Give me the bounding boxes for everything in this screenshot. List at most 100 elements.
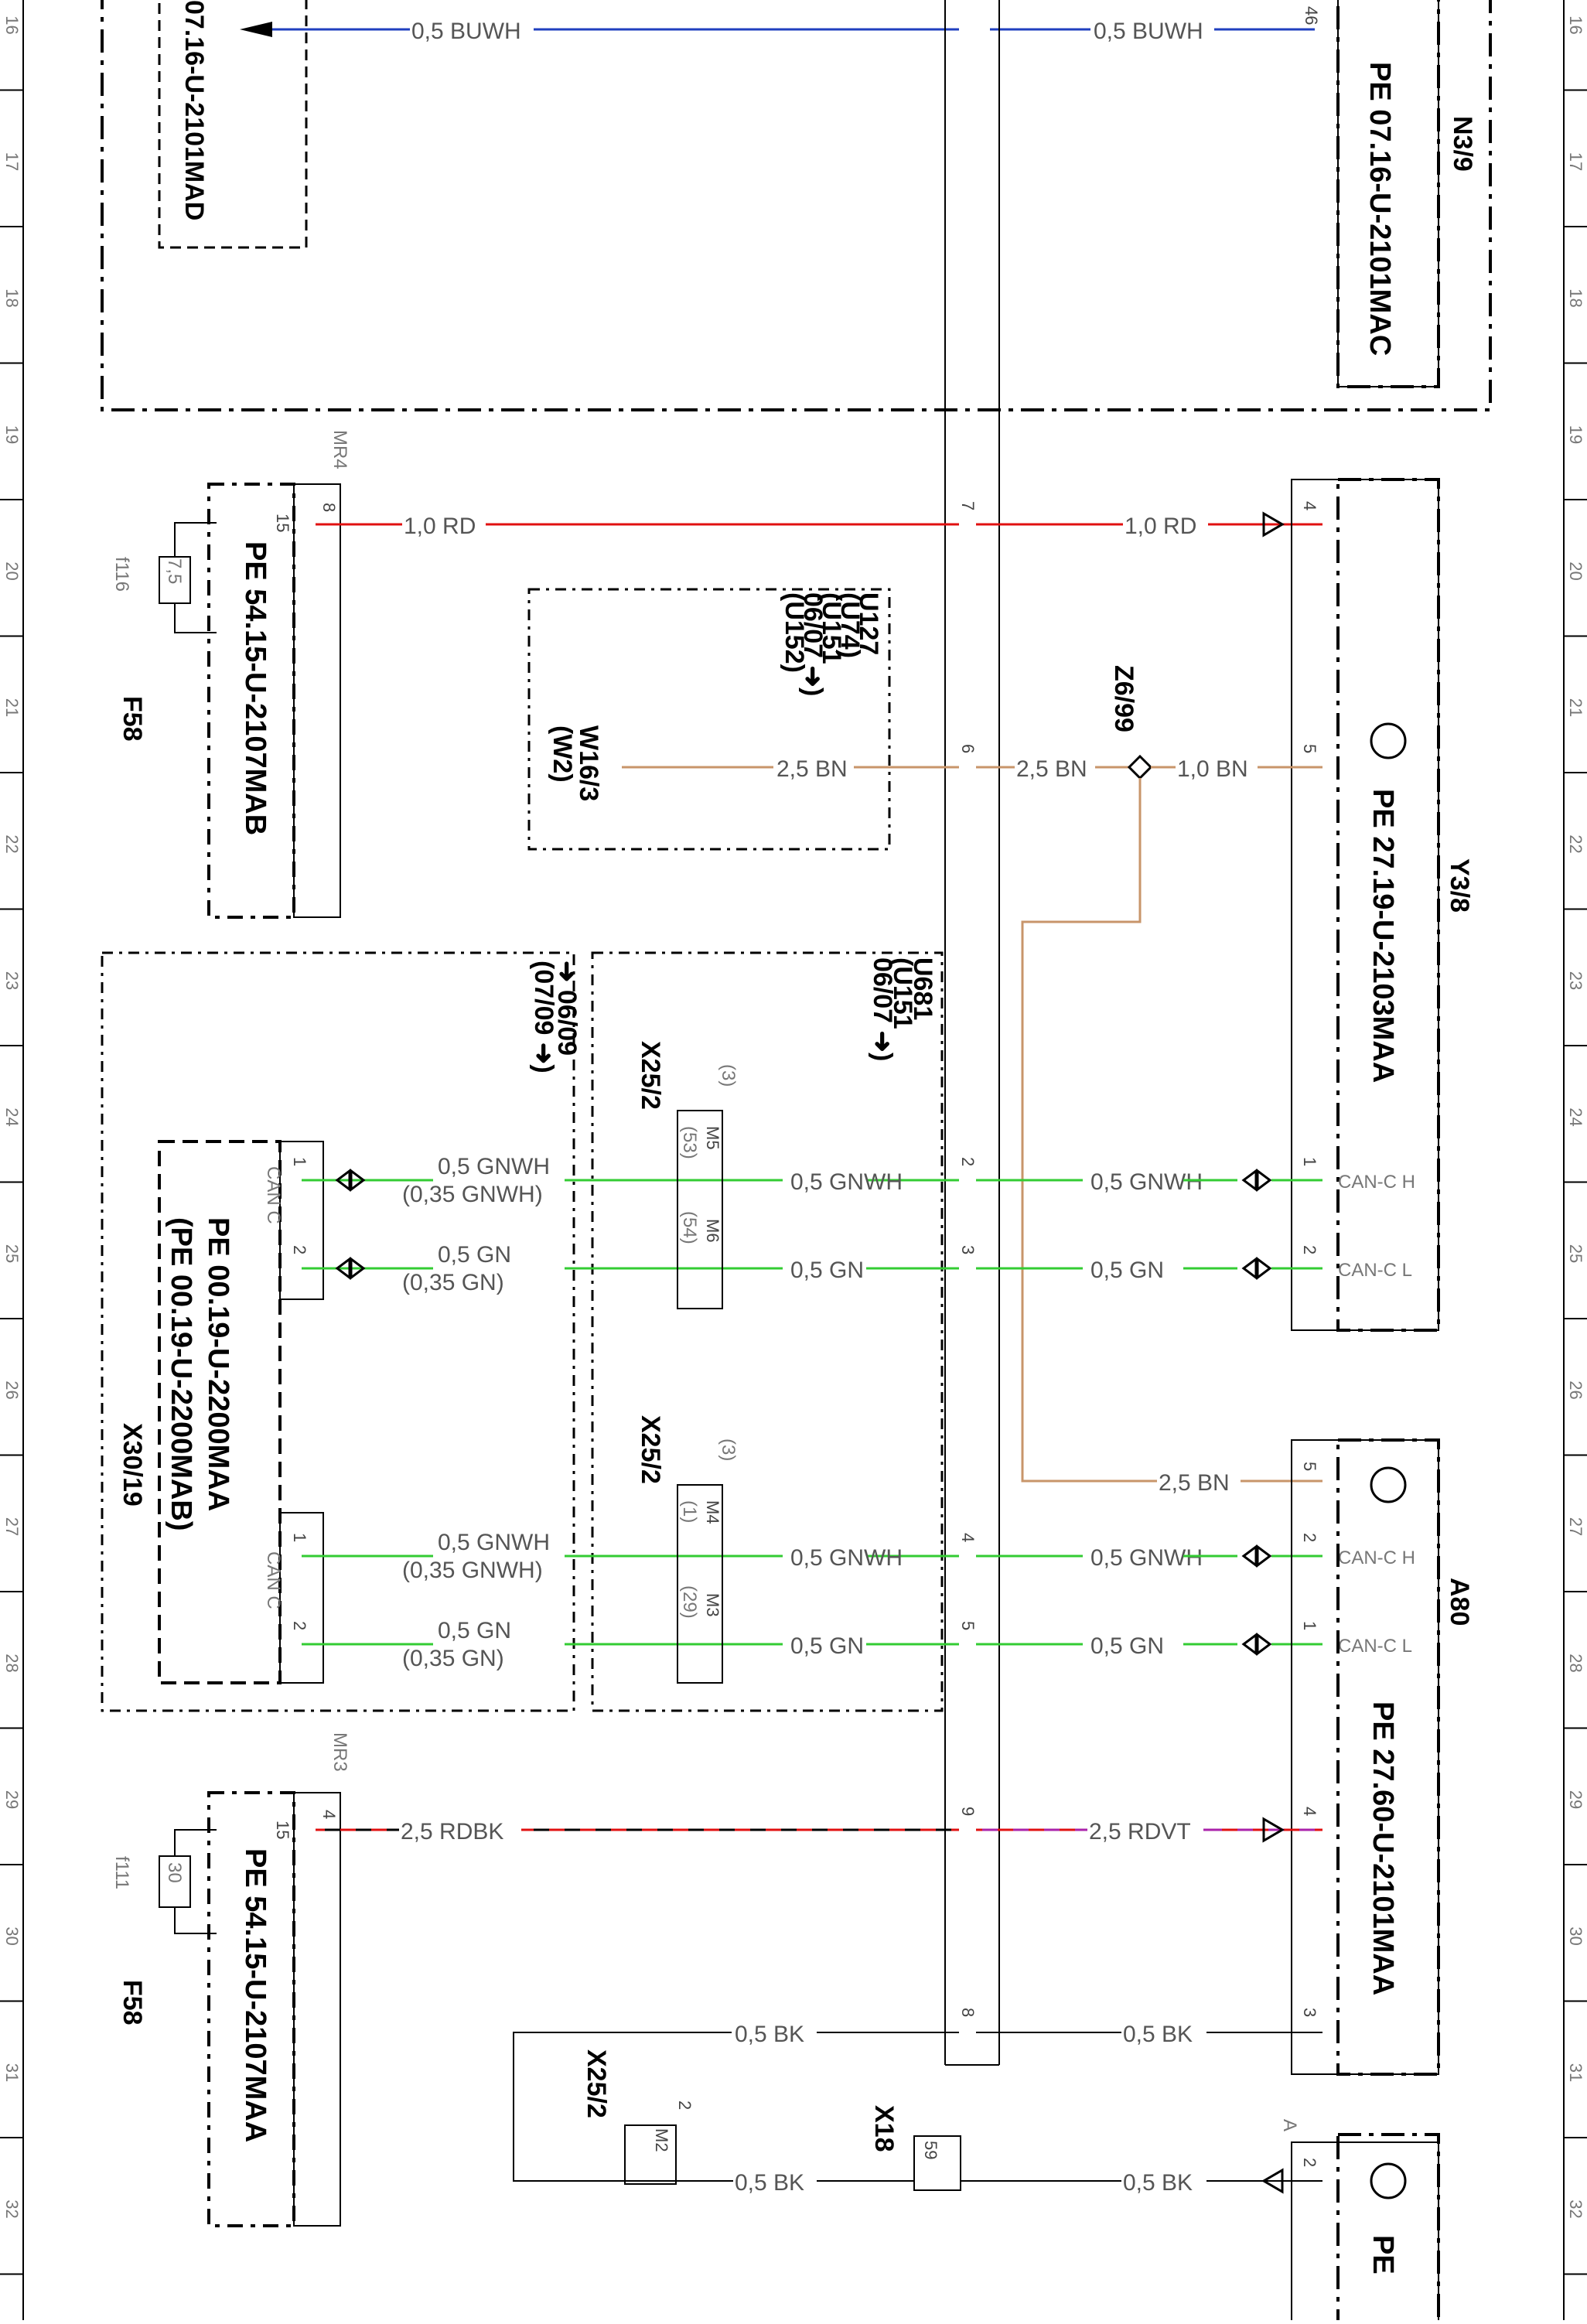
- pin-alt: (53): [679, 1126, 700, 1159]
- pin-8-bus: 8: [958, 2008, 978, 2017]
- y38-region: 4 Y3/8 PE 27.19-U-2103MAA: [1291, 478, 1474, 1332]
- component-label: (07/09 ➜): [529, 961, 558, 1073]
- zone-number: 19: [2, 425, 22, 444]
- zone-number: 16: [1566, 15, 1585, 34]
- pin-4-y38: 4: [1300, 501, 1319, 510]
- pin-m: M5: [703, 1126, 722, 1150]
- component-label: ➜ 06/09: [552, 961, 582, 1056]
- mr3-label: MR3: [329, 1732, 350, 1772]
- wire-label: (0,35 GN): [402, 1270, 504, 1295]
- wire-label: (0,35 GNWH): [402, 1558, 543, 1583]
- zone-number: 29: [2, 1790, 22, 1809]
- zone-number: 31: [1566, 2063, 1585, 2082]
- zone-number: 22: [2, 834, 22, 853]
- zone-number: 16: [2, 15, 22, 34]
- f58-top-region: MR4 7,5 f116 15 8 F58 PE 54.15-U-2107MAB…: [111, 430, 1322, 919]
- wire-label: 0,5 GNWH: [1090, 1169, 1203, 1195]
- zone-number: 25: [2, 1244, 22, 1263]
- bus-pin: 5: [958, 1621, 978, 1630]
- x252-label-bottom: X25/2: [582, 2049, 611, 2118]
- can-arrow-icon: [1256, 1544, 1272, 1568]
- x3019-pin: 2: [290, 1245, 309, 1254]
- f58-top-pe-label: PE 54.15-U-2107MAB: [239, 541, 271, 835]
- n39-region: 07.16-U-2101MAD 0,5 BUWH 0,5 BUWH 46 N3/…: [101, 0, 1492, 411]
- pin-8: 8: [319, 503, 339, 512]
- zone-number: 26: [2, 1380, 22, 1399]
- pin-m2: M2: [652, 2128, 671, 2152]
- wire-label: 0,5 GNWH: [438, 1154, 550, 1179]
- bottom-pe-label: PE: [1367, 2235, 1399, 2275]
- wire-label-bn-1: 2,5 BN: [776, 756, 848, 782]
- x3019-pin: 1: [290, 1533, 309, 1542]
- pin-m: M3: [703, 1593, 722, 1617]
- zone-number: 23: [1566, 971, 1585, 990]
- zone-number: 24: [1566, 1107, 1585, 1126]
- wire-label-rdvt: 2,5 RDVT: [1089, 1819, 1191, 1845]
- f58-bottom-pe-label: PE 54.15-U-2107MAA: [239, 1848, 271, 2142]
- wire-label-bn-4: 2,5 BN: [1159, 1470, 1230, 1496]
- can-arrow-icon: [1241, 1257, 1258, 1280]
- mr4-label: MR4: [329, 430, 350, 469]
- f116-label: f116: [111, 557, 132, 592]
- transistor-icon-a80: [1370, 1466, 1407, 1503]
- wire-label: (0,35 GN): [402, 1646, 504, 1671]
- pin-4-a80: 4: [1300, 1807, 1319, 1816]
- can-arrow-icon: [350, 1169, 366, 1192]
- can-arrow-icon: [335, 1169, 351, 1192]
- f58-bottom-region: MR3 30 f111 15 4 F58 PE 54.15-U-2107MAA …: [111, 1732, 1322, 2227]
- wire-label-buwh-right: 0,5 BUWH: [1094, 19, 1203, 44]
- can-arrow-icon: [1241, 1544, 1258, 1568]
- wire-label: (0,35 GNWH): [402, 1182, 543, 1207]
- zone-number: 32: [1566, 2199, 1585, 2218]
- zone-number: 28: [2, 1653, 22, 1672]
- wire-label-bn-3: 1,0 BN: [1177, 756, 1248, 782]
- zone-number: 27: [2, 1517, 22, 1536]
- zone-number: 30: [2, 1926, 22, 1945]
- wire-label-bk-1: 0,5 BK: [735, 2022, 804, 2047]
- x252-ref: (3): [718, 1438, 739, 1461]
- n39-label: N3/9: [1448, 116, 1477, 172]
- ground-region: 0,5 BK 8 0,5 BK 3 X25/2 M2 2 0,5 BK X18 …: [513, 2008, 1440, 2324]
- a80-pe-label: PE 27.60-U-2101MAA: [1367, 1701, 1399, 1995]
- zone-number: 20: [1566, 561, 1585, 580]
- pin-alt: (1): [679, 1500, 700, 1523]
- wire-label: 0,5 GN: [438, 1242, 511, 1268]
- pin-2-x252: 2: [675, 2100, 695, 2110]
- zone-number: 19: [1566, 425, 1585, 444]
- component-label: U681: [908, 957, 937, 1020]
- can-pin-label: CAN-C H: [1338, 1172, 1415, 1193]
- wire-label: 0,5 GN: [1090, 1633, 1164, 1659]
- can-arrow-icon: [1256, 1633, 1272, 1656]
- pin-alt: (54): [679, 1211, 700, 1244]
- a80-region: 5 A80 PE 27.60-U-2101MAA: [1291, 1438, 1474, 2076]
- zone-number: 26: [1566, 1380, 1585, 1399]
- bus-pin: 3: [958, 1245, 978, 1254]
- zone-number: 30: [1566, 1926, 1585, 1945]
- zone-number: 21: [2, 698, 22, 717]
- wire-label: 0,5 GN: [438, 1618, 511, 1643]
- zone-number: 28: [1566, 1653, 1585, 1672]
- can-arrow-icon: [1241, 1169, 1258, 1192]
- x3019-label: X30/19: [118, 1423, 147, 1507]
- central-connector-x: [944, 0, 1000, 2066]
- zone-number: 24: [2, 1107, 22, 1126]
- transistor-icon: [1370, 722, 1407, 759]
- zone-number: 31: [2, 2063, 22, 2082]
- component-label: (U74): [835, 592, 865, 658]
- can-arrow-icon: [1241, 1633, 1258, 1656]
- x3019-pe2-label: (PE 00.19-U-2200MAB): [165, 1217, 197, 1531]
- pin-m: M4: [703, 1500, 722, 1524]
- end-pin: 2: [1300, 1533, 1319, 1542]
- bus-pin: 4: [958, 1533, 978, 1542]
- wire-label: 0,5 GNWH: [790, 1169, 903, 1195]
- zone-number: 25: [1566, 1244, 1585, 1263]
- wire-label-bn-2: 2,5 BN: [1016, 756, 1087, 782]
